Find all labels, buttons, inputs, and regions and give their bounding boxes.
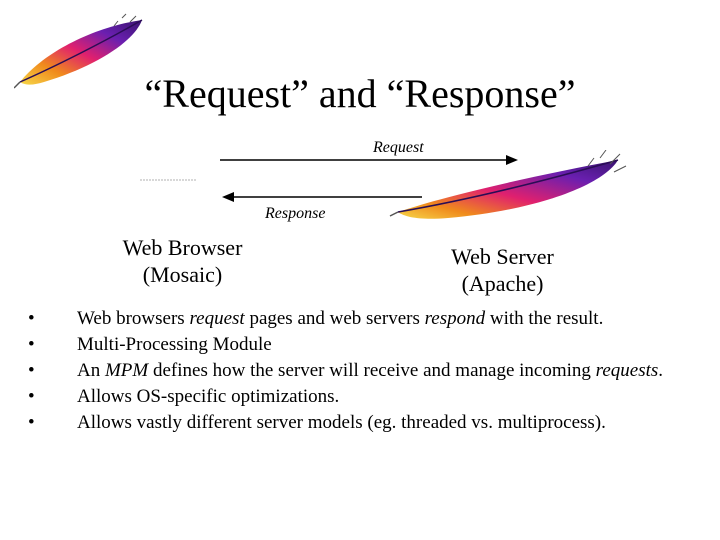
bullet-item: • Allows vastly different server models (… xyxy=(28,410,688,436)
bullet-text: . xyxy=(658,360,664,381)
bullet-icon: • xyxy=(28,360,35,381)
bullet-icon: • xyxy=(28,386,35,407)
request-label: Request xyxy=(373,139,424,156)
bullet-list: • Web browsers request pages and web serv… xyxy=(28,306,688,436)
bullet-text: respond xyxy=(424,308,486,329)
bullet-text: Allows OS-specific optimizations. xyxy=(77,386,340,407)
bullet-text: An xyxy=(77,360,105,381)
apache-feather-icon xyxy=(14,13,143,89)
response-arrow xyxy=(222,192,422,202)
bullet-text: MPM xyxy=(104,360,149,381)
bullet-item: • Allows OS-specific optimizations. xyxy=(28,384,688,410)
web-browser-name: Web Browser xyxy=(122,235,243,260)
bullet-icon: • xyxy=(28,308,35,329)
bullet-icon: • xyxy=(28,412,35,433)
bullet-text: pages and web servers xyxy=(244,308,425,329)
bullet-text: Multi-Processing Module xyxy=(77,334,272,355)
request-arrow xyxy=(220,155,518,165)
web-browser-example: (Mosaic) xyxy=(142,262,223,287)
bullet-icon: • xyxy=(28,334,35,355)
bullet-item: • Web browsers request pages and web serv… xyxy=(28,306,688,332)
page-title: “Request” and “Response” xyxy=(144,71,576,116)
web-server-example: (Apache) xyxy=(461,271,544,296)
web-browser-label: Web Browser (Mosaic) xyxy=(100,234,265,288)
bullet-text: Allows vastly different server models (e… xyxy=(77,412,606,433)
bullet-text: request xyxy=(189,308,245,329)
bullet-item: • An MPM defines how the server will rece… xyxy=(28,358,688,384)
bullet-text: defines how the server will receive and … xyxy=(148,360,596,381)
apache-feather-icon xyxy=(389,150,627,219)
bullet-text: Web browsers xyxy=(77,308,190,329)
request-response-arrows xyxy=(140,155,518,202)
bullet-item: • Multi-Processing Module xyxy=(28,332,688,358)
bullet-text: requests xyxy=(595,360,659,381)
web-server-name: Web Server xyxy=(451,244,554,269)
bullet-text: with the result. xyxy=(485,308,604,329)
web-server-label: Web Server (Apache) xyxy=(420,243,585,297)
response-label: Response xyxy=(265,205,326,222)
